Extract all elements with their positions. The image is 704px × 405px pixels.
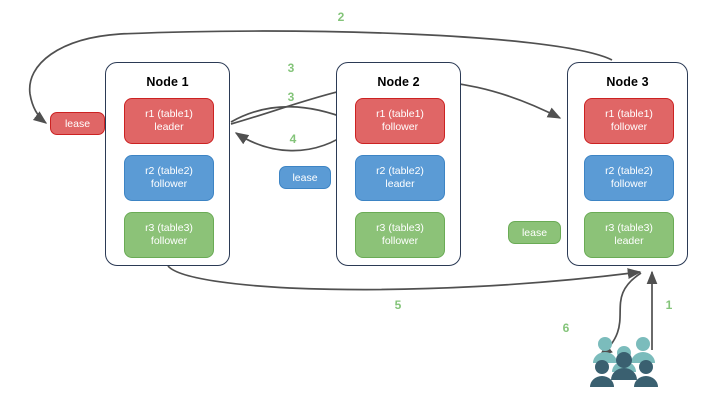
arrow-step-2 [28, 30, 613, 124]
replica-r2-node1[interactable]: r2 (table2) follower [124, 155, 214, 201]
replica-role: leader [614, 235, 644, 247]
node-title: Node 1 [146, 75, 189, 89]
step-label-1: 1 [665, 298, 673, 312]
replica-name: r2 (table2) [376, 165, 424, 177]
replica-r2-node2[interactable]: r2 (table2) leader [355, 155, 445, 201]
lease-badge-green[interactable]: lease [508, 221, 561, 244]
replica-r2-node3[interactable]: r2 (table2) follower [584, 155, 674, 201]
replica-r3-node2[interactable]: r3 (table3) follower [355, 212, 445, 258]
replica-name: r3 (table3) [145, 222, 193, 234]
clients-people-icon [590, 337, 658, 387]
replica-r1-node2[interactable]: r1 (table1) follower [355, 98, 445, 144]
replica-name: r2 (table2) [145, 165, 193, 177]
step-label-4: 4 [289, 132, 297, 146]
node-title: Node 2 [377, 75, 420, 89]
replica-r3-node3[interactable]: r3 (table3) leader [584, 212, 674, 258]
replica-r1-node1[interactable]: r1 (table1) leader [124, 98, 214, 144]
node-title: Node 3 [606, 75, 649, 89]
node-box-3[interactable]: Node 3 r1 (table1) follower r2 (table2) … [567, 62, 688, 266]
replica-role: follower [610, 121, 648, 133]
replica-role: leader [154, 121, 184, 133]
lease-badge-red[interactable]: lease [50, 112, 105, 135]
replica-role: leader [385, 178, 415, 190]
lease-badge-blue[interactable]: lease [279, 166, 331, 189]
replica-role: follower [381, 121, 419, 133]
step-label-3-upper: 3 [287, 61, 295, 75]
replica-r1-node3[interactable]: r1 (table1) follower [584, 98, 674, 144]
step-label-5: 5 [394, 298, 402, 312]
replica-r3-node1[interactable]: r3 (table3) follower [124, 212, 214, 258]
step-label-2: 2 [337, 10, 345, 24]
replica-role: follower [610, 178, 648, 190]
replica-role: follower [381, 235, 419, 247]
step-label-6: 6 [562, 321, 570, 335]
arrow-step-5 [167, 265, 642, 291]
replica-name: r1 (table1) [376, 108, 424, 120]
replica-role: follower [150, 235, 188, 247]
replica-name: r1 (table1) [605, 108, 653, 120]
step-label-3-lower: 3 [287, 90, 295, 104]
arrow-step-3-to-node2 [230, 105, 352, 123]
replica-name: r1 (table1) [145, 108, 193, 120]
replica-name: r2 (table2) [605, 165, 653, 177]
replica-name: r3 (table3) [376, 222, 424, 234]
node-box-1[interactable]: Node 1 r1 (table1) leader r2 (table2) fo… [105, 62, 230, 266]
node-box-2[interactable]: Node 2 r1 (table1) follower r2 (table2) … [336, 62, 461, 266]
replica-name: r3 (table3) [605, 222, 653, 234]
replica-role: follower [150, 178, 188, 190]
